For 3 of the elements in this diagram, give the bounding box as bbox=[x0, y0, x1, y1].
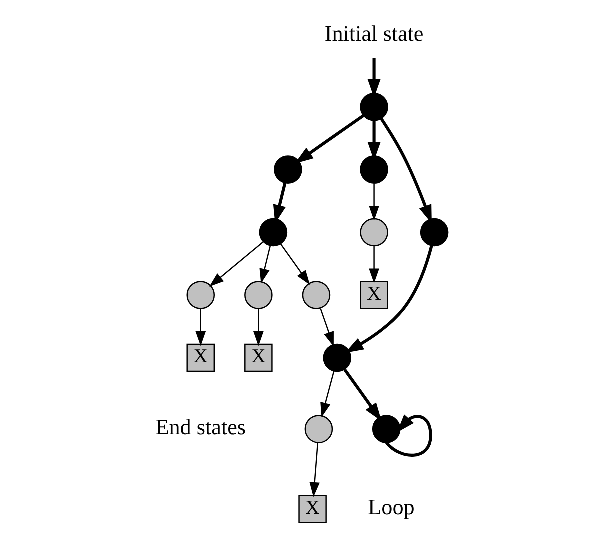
node-text: Initial state bbox=[324, 21, 424, 46]
label: Loop bbox=[368, 494, 414, 520]
label: End states bbox=[155, 414, 246, 440]
